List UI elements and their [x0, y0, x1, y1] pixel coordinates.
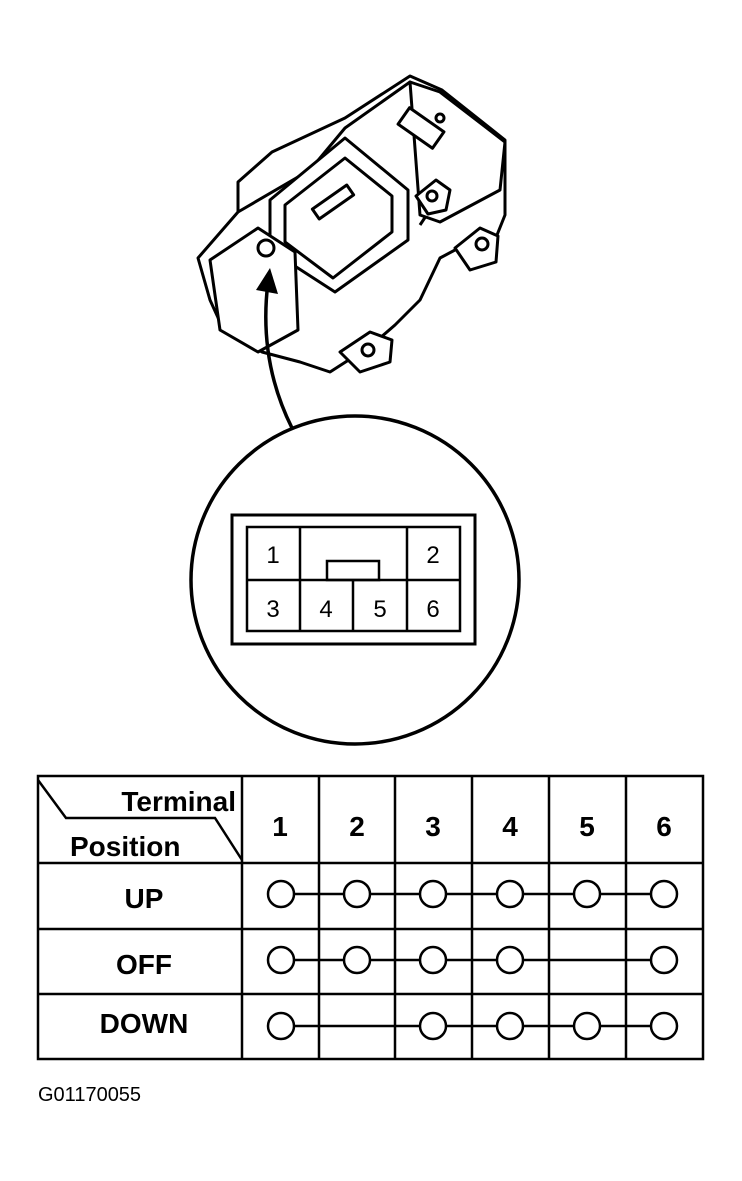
position-label-up: UP [125, 883, 164, 914]
connector-pointer-arrowhead [256, 268, 278, 294]
continuity-marks [266, 879, 679, 1041]
continuity-terminal-mark [495, 945, 525, 975]
connector-pointer-arrow [264, 281, 294, 429]
terminal-header: 4 [502, 811, 518, 842]
position-label-down: DOWN [100, 1008, 189, 1039]
continuity-terminal-mark [418, 1011, 448, 1041]
continuity-terminal-mark [495, 879, 525, 909]
terminal-header: 1 [272, 811, 288, 842]
figure-code: G01170055 [38, 1084, 142, 1106]
switch-connector-latch [310, 183, 356, 221]
continuity-terminal-mark [649, 1011, 679, 1041]
connector-pin-label: 4 [319, 596, 332, 623]
power-window-switch-illustration: 1 2 3 4 5 6 [189, 74, 521, 746]
connector-key [325, 559, 381, 582]
continuity-terminal-mark [342, 945, 372, 975]
connector-pin-label: 3 [266, 596, 279, 623]
terminal-header: 3 [425, 811, 441, 842]
continuity-terminal-mark [572, 1011, 602, 1041]
table-border [36, 774, 705, 1061]
continuity-terminal-mark [572, 879, 602, 909]
switch-small-hole [434, 112, 446, 124]
terminal-header: 6 [656, 811, 672, 842]
continuity-terminal-mark [495, 1011, 525, 1041]
continuity-terminal-mark [418, 879, 448, 909]
switch-front-block [208, 226, 300, 354]
continuity-terminal-mark [266, 945, 296, 975]
continuity-terminal-mark [418, 945, 448, 975]
header-diagonal-line [36, 779, 244, 861]
continuity-terminal-mark [266, 879, 296, 909]
terminal-header: 2 [349, 811, 365, 842]
switch-slot [396, 106, 446, 150]
switch-front-hole [256, 238, 276, 258]
continuity-terminal-mark [649, 945, 679, 975]
position-label-off: OFF [116, 949, 172, 980]
continuity-terminal-mark [342, 879, 372, 909]
terminal-header: 5 [579, 811, 595, 842]
continuity-terminal-mark [266, 1011, 296, 1041]
connector-pin-label: 2 [426, 542, 439, 569]
connector-pin-label: 1 [266, 542, 279, 569]
connector-pin-label: 6 [426, 596, 439, 623]
header-position-label: Position [70, 831, 180, 862]
connector-pin-label: 5 [373, 596, 386, 623]
header-terminal-label: Terminal [121, 786, 236, 817]
continuity-terminal-mark [649, 879, 679, 909]
